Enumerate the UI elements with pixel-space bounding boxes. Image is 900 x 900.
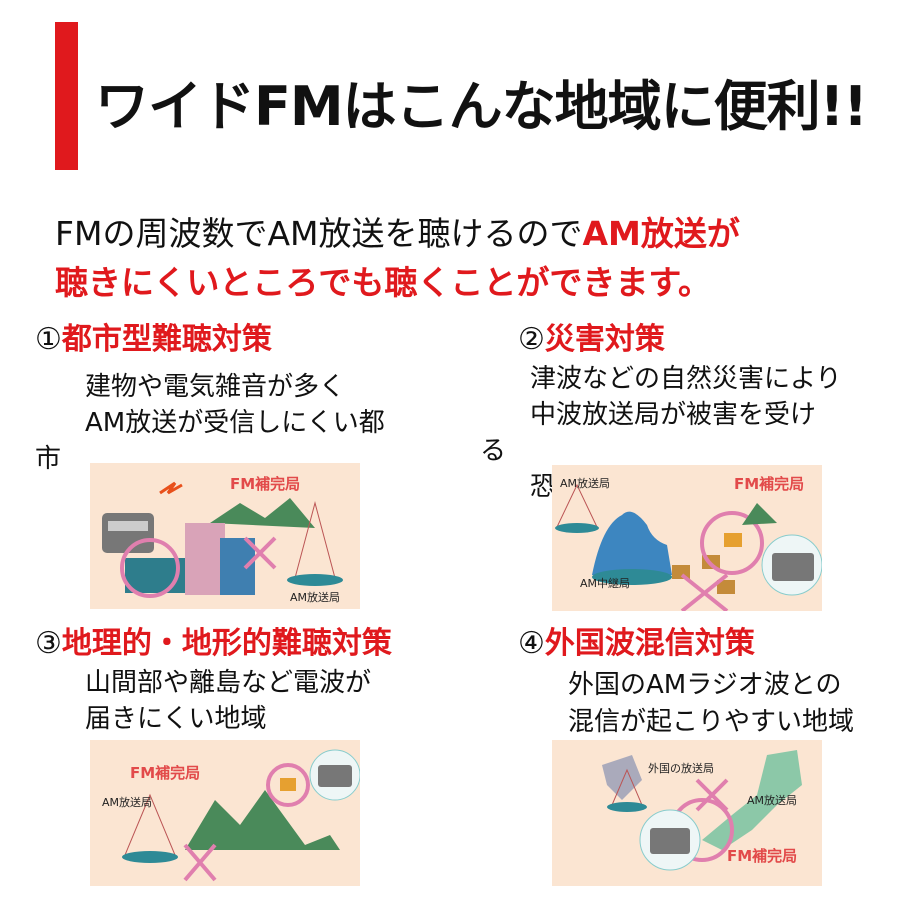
am-station-label: AM放送局 xyxy=(747,794,798,807)
section-title: 外国波混信対策 xyxy=(544,626,755,661)
illustration-terrain: FM補完局 AM放送局 xyxy=(90,740,360,886)
intro-highlight: AM放送が xyxy=(582,214,740,253)
section-desc: 山間部や離島など電波が xyxy=(85,668,372,698)
section-desc: 建物や電気雑音が多く xyxy=(85,372,346,402)
am-relay-label: AM中継局 xyxy=(580,577,631,590)
section-desc: る xyxy=(480,436,507,466)
am-station-label: AM放送局 xyxy=(560,477,611,490)
section-desc: 届きにくい地域 xyxy=(85,704,267,734)
section-desc: AM放送が受信しにくい都 xyxy=(85,408,385,438)
am-station-label: AM放送局 xyxy=(102,796,153,809)
disaster-scene-icon xyxy=(555,483,822,611)
illustration-interference: 外国の放送局 AM放送局 FM補完局 xyxy=(552,740,822,886)
interference-map-icon xyxy=(602,750,802,871)
foreign-station-label: 外国の放送局 xyxy=(648,762,714,775)
fm-station-label: FM補完局 xyxy=(130,764,201,782)
section-number: ④ xyxy=(518,626,545,661)
section-number: ① xyxy=(35,322,62,357)
am-station-label: AM放送局 xyxy=(290,591,341,604)
section-heading-urban: ①都市型難聴対策 xyxy=(35,314,272,358)
section-heading-disaster: ②災害対策 xyxy=(518,314,665,358)
section-number: ② xyxy=(518,322,545,357)
fm-station-label: FM補完局 xyxy=(727,847,798,865)
illustration-urban: FM補完局 AM放送局 xyxy=(90,463,360,609)
intro-text: FMの周波数でAM放送を聴けるので xyxy=(55,214,583,253)
terrain-scene-icon xyxy=(122,749,360,882)
intro-line-2: 聴きにくいところでも聴くことができます。 xyxy=(55,263,712,302)
section-title: 災害対策 xyxy=(544,322,665,357)
urban-scene-icon xyxy=(102,481,343,598)
fm-station-label: FM補完局 xyxy=(734,475,805,493)
illustration-disaster: AM放送局 FM補完局 AM中継局 xyxy=(552,465,822,611)
section-desc: 津波などの自然災害により xyxy=(530,364,842,394)
section-heading-interference: ④外国波混信対策 xyxy=(518,618,755,662)
page-title: ワイドFMはこんな地域に便利!! xyxy=(95,75,868,138)
section-title: 都市型難聴対策 xyxy=(61,322,272,357)
section-desc: 中波放送局が被害を受け xyxy=(530,400,817,430)
section-desc: 外国のAMラジオ波との xyxy=(568,670,842,700)
section-number: ③ xyxy=(35,626,62,661)
intro-line-1: FMの周波数でAM放送を聴けるのでAM放送が xyxy=(55,207,740,255)
section-title: 地理的・地形的難聴対策 xyxy=(61,626,392,661)
title-accent-bar xyxy=(55,22,78,170)
section-desc: 混信が起こりやすい地域 xyxy=(568,707,855,737)
fm-station-label: FM補完局 xyxy=(230,475,301,493)
section-heading-terrain: ③地理的・地形的難聴対策 xyxy=(35,618,392,662)
section-desc: 市 xyxy=(35,444,62,474)
section-desc: 恐 xyxy=(530,472,557,502)
